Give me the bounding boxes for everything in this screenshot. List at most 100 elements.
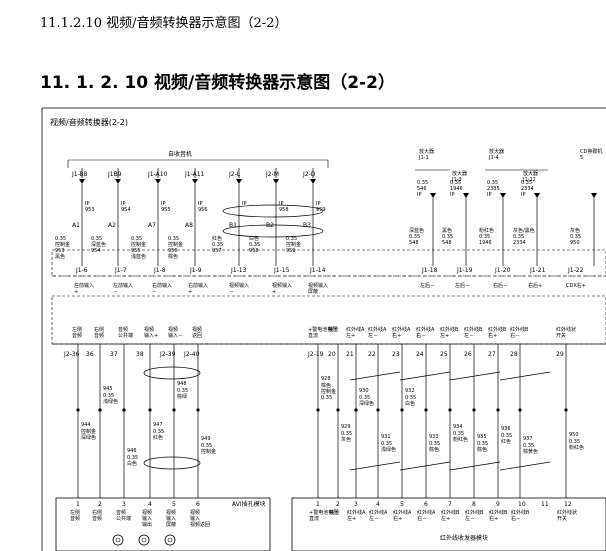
upper-connector-label: J1-6 bbox=[75, 267, 88, 274]
right-wire-code: 932 bbox=[405, 388, 415, 394]
ir-pin-number: 9 bbox=[496, 501, 500, 508]
radio-pin-id: J1B9 bbox=[107, 171, 122, 178]
upper-signal-label: 右前输入－ bbox=[152, 282, 172, 295]
connector-arrow bbox=[115, 179, 121, 184]
ir-pin-number: 8 bbox=[472, 501, 476, 508]
radio-pin-letter: B3 bbox=[303, 222, 311, 229]
right-signal-label: +警电池电压直流 bbox=[308, 326, 337, 339]
upper-signal-label: 右后－ bbox=[493, 282, 508, 289]
avi-pin-name: 左侧音频 bbox=[70, 509, 80, 522]
radio-pin-code: IP bbox=[242, 201, 247, 207]
upper-signal-label: 左后－ bbox=[420, 282, 435, 289]
right-pin-label: 22 bbox=[368, 351, 376, 358]
avi-pin-number: 1 bbox=[76, 501, 80, 508]
radio-pin-id: J1-B8 bbox=[71, 171, 88, 178]
right-wire-code: 937 bbox=[523, 436, 533, 442]
right-pin-label: J2-19 bbox=[307, 351, 324, 358]
avi-pin-number: 5 bbox=[172, 501, 176, 508]
ir-module-box bbox=[291, 497, 606, 551]
right-signal-label: 红外线状开关 bbox=[556, 326, 576, 339]
right-wire-code: 935 bbox=[477, 434, 487, 440]
radio-pin-id: J1-A10 bbox=[147, 171, 168, 178]
left-wire-code: 946 bbox=[127, 448, 137, 454]
ir-pin-number: 1 bbox=[316, 501, 320, 508]
splice-dot bbox=[196, 408, 200, 412]
right-wire-code: 929 bbox=[341, 424, 351, 430]
upper-connector-label: J1-18 bbox=[421, 267, 438, 274]
right-pin-label: 24 bbox=[416, 351, 424, 358]
shield-upper-bottom bbox=[222, 224, 324, 238]
right-wire-code: 930 bbox=[359, 388, 369, 394]
shield-lower-top bbox=[143, 366, 201, 380]
left-pin-label: 36 bbox=[86, 351, 94, 358]
twist-mark-2 bbox=[349, 461, 551, 471]
right-pin-label: 27 bbox=[488, 351, 496, 358]
avi-pin-name: 音频公共端 bbox=[116, 509, 131, 522]
upper-signal-label: 视频输入屏蔽 bbox=[308, 282, 328, 295]
right-pin-label: 20 bbox=[328, 351, 336, 358]
left-wire-code: 944 bbox=[81, 422, 91, 428]
ir-pin-number: 12 bbox=[564, 501, 572, 508]
avi-pin-name: 视频输入屏蔽 bbox=[166, 509, 176, 528]
avi-pin-number: 6 bbox=[196, 501, 200, 508]
connector-arrow bbox=[273, 179, 279, 184]
connector-arrow bbox=[534, 193, 540, 198]
twist-mark-1 bbox=[349, 371, 551, 381]
ir-pin-number: 7 bbox=[448, 501, 452, 508]
upper-connector-label: J1-9 bbox=[189, 267, 202, 274]
ir-pin-number: 2 bbox=[336, 501, 340, 508]
right-pin-label: 25 bbox=[440, 351, 448, 358]
connector-arrow bbox=[155, 179, 161, 184]
splice-dot bbox=[122, 408, 126, 412]
left-wire-code: 947 bbox=[153, 422, 163, 428]
right-wire-code: 934 bbox=[453, 424, 463, 430]
ir-pin-number: 11 bbox=[541, 501, 549, 508]
splice-dot bbox=[496, 408, 500, 412]
left-pin-label: J2-36 bbox=[63, 351, 80, 358]
connector-arrow bbox=[79, 179, 85, 184]
splice-dot bbox=[400, 408, 404, 412]
rca-jack-2 bbox=[138, 534, 150, 546]
avi-pin-number: 2 bbox=[98, 501, 102, 508]
upper-signal-label: 视频输入+ bbox=[272, 282, 292, 295]
radio-pin-letter: B2 bbox=[266, 222, 274, 229]
left-signal-label: 音频公共端 bbox=[118, 326, 133, 339]
upper-signal-label: 视频输入－ bbox=[229, 282, 249, 295]
right-pin-label: 29 bbox=[556, 351, 564, 358]
connector-arrow bbox=[430, 193, 436, 198]
left-signal-label: 视频返回 bbox=[192, 326, 202, 339]
right-wire-code: 950 bbox=[569, 432, 579, 438]
left-wire-code: 949 bbox=[201, 436, 211, 442]
splice-dot bbox=[316, 408, 320, 412]
connector-arrow bbox=[236, 179, 242, 184]
frame-title: 视频/音频转换器(2-2) bbox=[50, 117, 128, 127]
ir-pin-number: 10 bbox=[518, 501, 526, 508]
